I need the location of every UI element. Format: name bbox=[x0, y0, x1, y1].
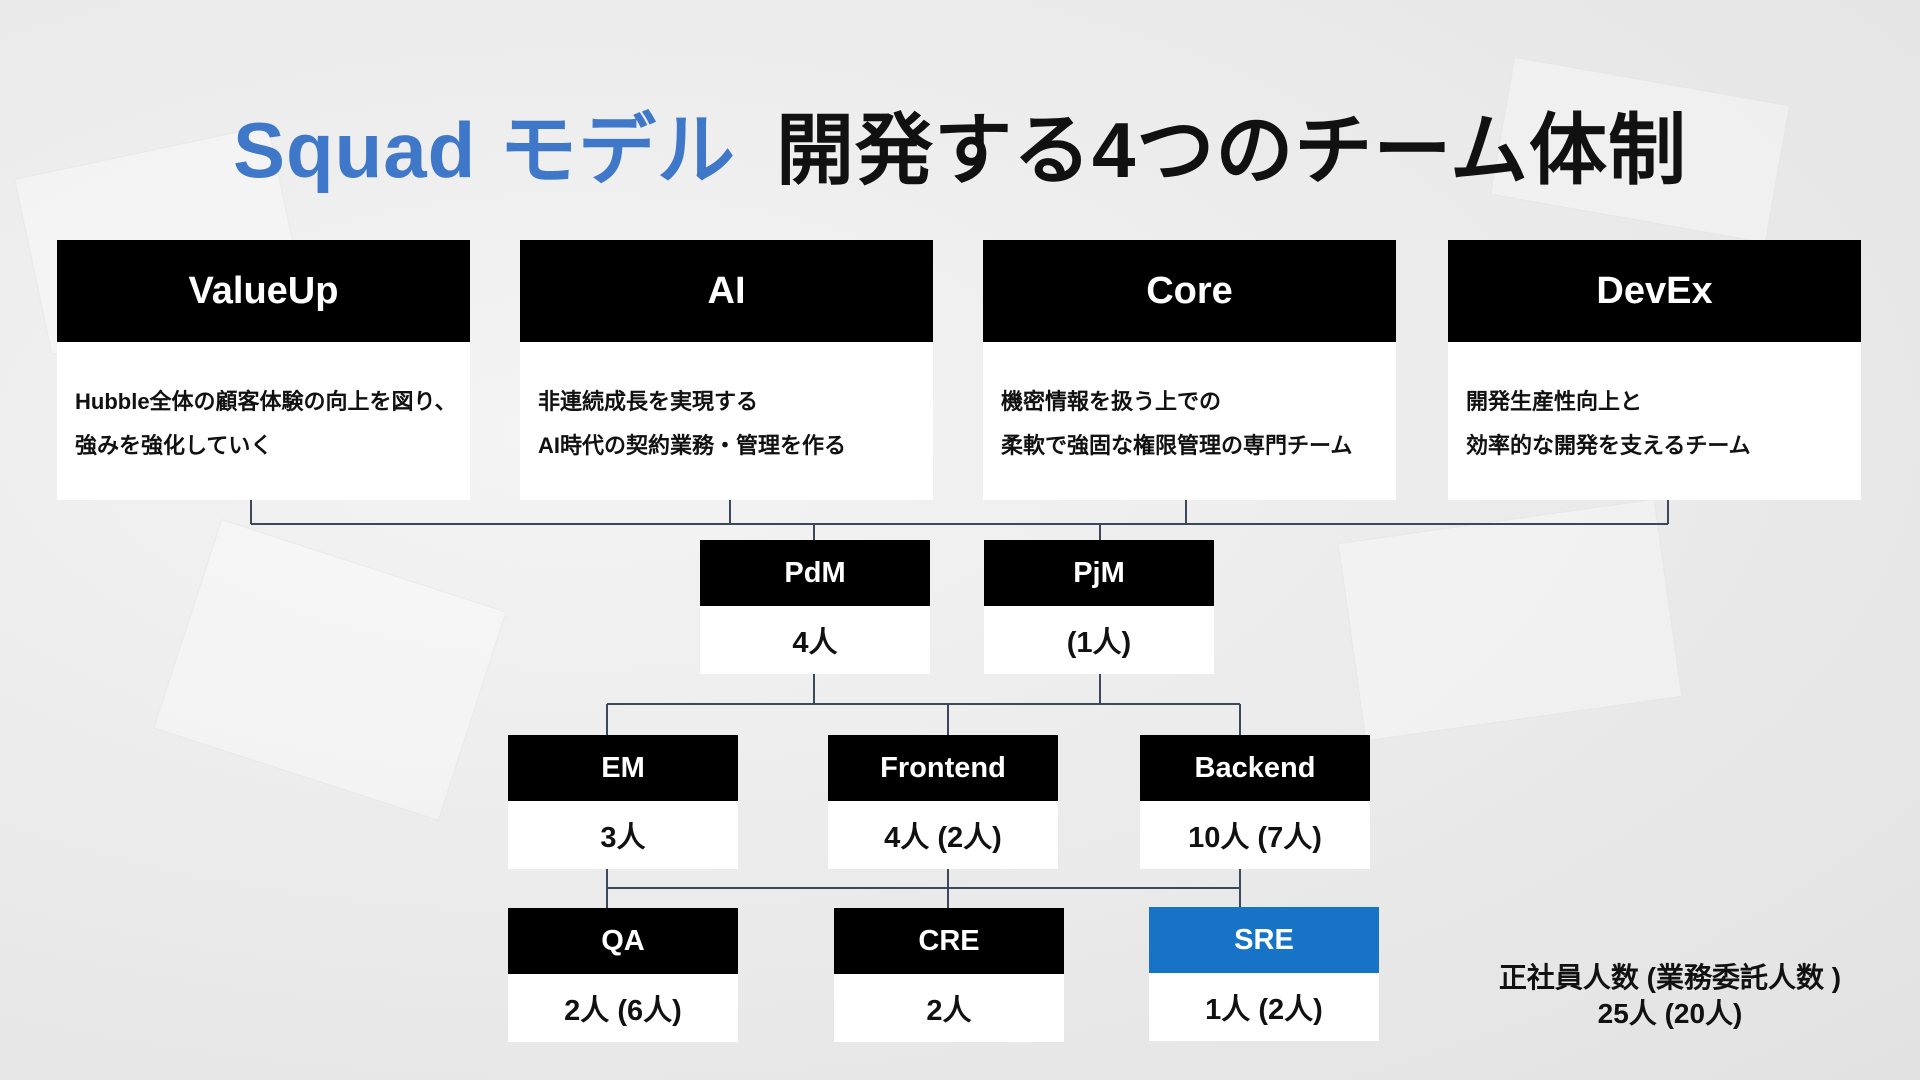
role-count: (1人) bbox=[1066, 627, 1132, 659]
role-name: Backend bbox=[1140, 735, 1370, 801]
team-description-line: 非連続成長を実現する bbox=[538, 389, 759, 414]
role-count: 2人 bbox=[926, 995, 972, 1027]
team-card-core: Core 機密情報を扱う上での 柔軟で強固な権限管理の専門チーム bbox=[983, 240, 1396, 500]
role-box-qa: QA 2人 (6人) bbox=[508, 908, 738, 1042]
title-main: 開発する4つのチーム体制 bbox=[775, 106, 1688, 194]
role-name: SRE bbox=[1149, 907, 1379, 973]
headcount-label: 正社員人数 (業務委託人数 ) bbox=[1498, 962, 1842, 993]
role-box-cre: CRE 2人 bbox=[834, 908, 1064, 1042]
role-name: PjM bbox=[984, 540, 1214, 606]
team-name: Core bbox=[983, 240, 1396, 342]
team-description-line: AI時代の契約業務・管理を作る bbox=[538, 433, 847, 458]
role-name: QA bbox=[508, 908, 738, 974]
role-box-pjm: PjM (1人) bbox=[984, 540, 1214, 674]
role-box-pdm: PdM 4人 bbox=[700, 540, 930, 674]
team-description-line: 機密情報を扱う上での bbox=[1001, 389, 1222, 414]
headcount-value: 25人 (20人) bbox=[1597, 998, 1743, 1029]
role-count: 4人 bbox=[792, 627, 838, 659]
team-description-line: 強みを強化していく bbox=[75, 433, 273, 458]
role-name: EM bbox=[508, 735, 738, 801]
team-name: AI bbox=[520, 240, 933, 342]
role-count: 4人 (2人) bbox=[884, 822, 1002, 854]
role-name: CRE bbox=[834, 908, 1064, 974]
role-box-sre: SRE 1人 (2人) bbox=[1149, 907, 1379, 1041]
headcount-total: 正社員人数 (業務委託人数 ) 25人 (20人) bbox=[1460, 960, 1880, 1032]
role-box-frontend: Frontend 4人 (2人) bbox=[828, 735, 1058, 869]
team-name: ValueUp bbox=[57, 240, 470, 342]
team-description: Hubble全体の顧客体験の向上を図り、 強みを強化していく bbox=[57, 342, 470, 468]
team-card-devex: DevEx 開発生産性向上と 効率的な開発を支えるチーム bbox=[1448, 240, 1861, 500]
role-box-em: EM 3人 bbox=[508, 735, 738, 869]
role-name: Frontend bbox=[828, 735, 1058, 801]
team-description: 機密情報を扱う上での 柔軟で強固な権限管理の専門チーム bbox=[983, 342, 1396, 468]
role-count: 2人 (6人) bbox=[564, 995, 682, 1027]
team-description-line: 効率的な開発を支えるチーム bbox=[1466, 433, 1751, 458]
title-accent: Squad モデル bbox=[232, 106, 736, 194]
team-description-line: 柔軟で強固な権限管理の専門チーム bbox=[1001, 433, 1353, 458]
role-box-backend: Backend 10人 (7人) bbox=[1140, 735, 1370, 869]
role-name: PdM bbox=[700, 540, 930, 606]
team-description: 非連続成長を実現する AI時代の契約業務・管理を作る bbox=[520, 342, 933, 468]
role-count: 1人 (2人) bbox=[1205, 994, 1323, 1026]
team-description-line: Hubble全体の顧客体験の向上を図り、 bbox=[75, 389, 457, 414]
team-card-ai: AI 非連続成長を実現する AI時代の契約業務・管理を作る bbox=[520, 240, 933, 500]
page-title: Squad モデル開発する4つのチーム体制 bbox=[0, 88, 1920, 200]
role-count: 3人 bbox=[600, 822, 646, 854]
team-description: 開発生産性向上と 効率的な開発を支えるチーム bbox=[1448, 342, 1861, 468]
team-card-valueup: ValueUp Hubble全体の顧客体験の向上を図り、 強みを強化していく bbox=[57, 240, 470, 500]
role-count: 10人 (7人) bbox=[1188, 822, 1322, 854]
team-description-line: 開発生産性向上と bbox=[1466, 389, 1643, 414]
team-name: DevEx bbox=[1448, 240, 1861, 342]
